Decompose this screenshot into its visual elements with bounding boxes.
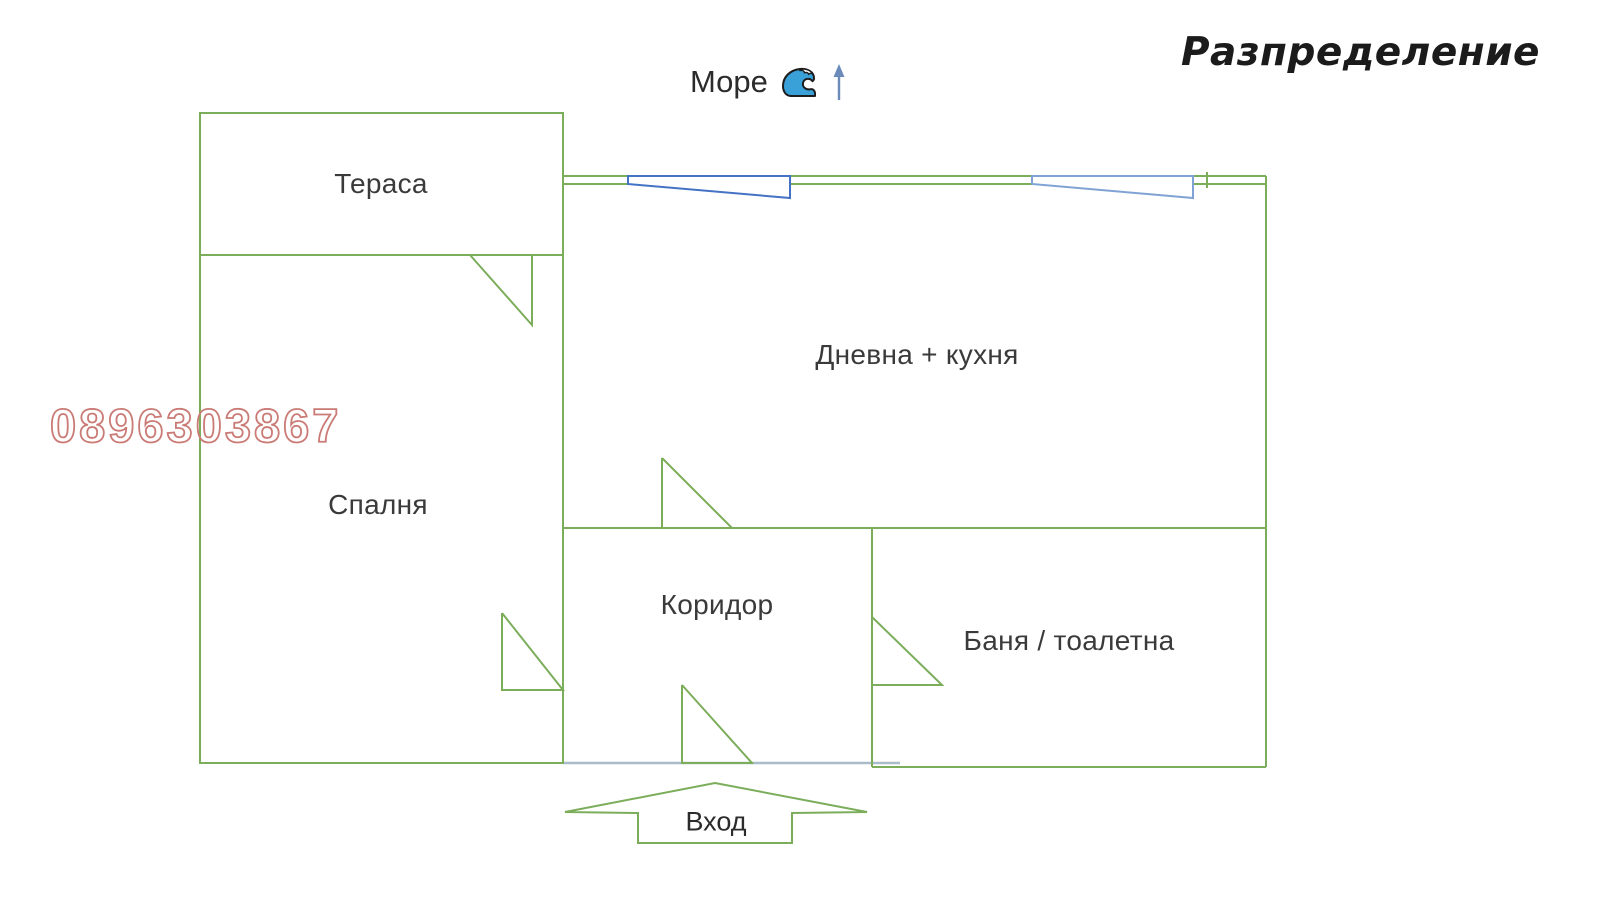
room-label-bedroom: Спалня [328,489,428,520]
watermark-text: 0896303867 [49,398,342,453]
sea-direction-group: Море [690,62,848,102]
door-swing-icon-terrace [469,254,533,328]
door-swing-icon-living [661,457,735,529]
sea-label: Море [690,64,768,99]
window-icon-left [627,175,791,200]
door-swing-icon-entrance [681,684,755,764]
entrance-label: Вход [685,806,747,837]
door-swing-icon-bedroom [501,612,566,691]
window-icon-right [1031,175,1194,200]
entrance-arrow [564,781,868,844]
terrace-bedroom-outer-wall [199,112,564,764]
room-label-corridor: Коридор [660,589,774,620]
north-arrow-icon [833,64,845,100]
room-label-terrace: Тераса [334,168,428,199]
room-label-living-kitchen: Дневна + кухня [815,339,1019,370]
page-title: Разпределение [1180,30,1540,75]
door-swing-icon-bathroom [871,616,945,686]
wave-icon [781,67,816,97]
room-label-bathroom: Баня / тоалетна [963,625,1175,656]
